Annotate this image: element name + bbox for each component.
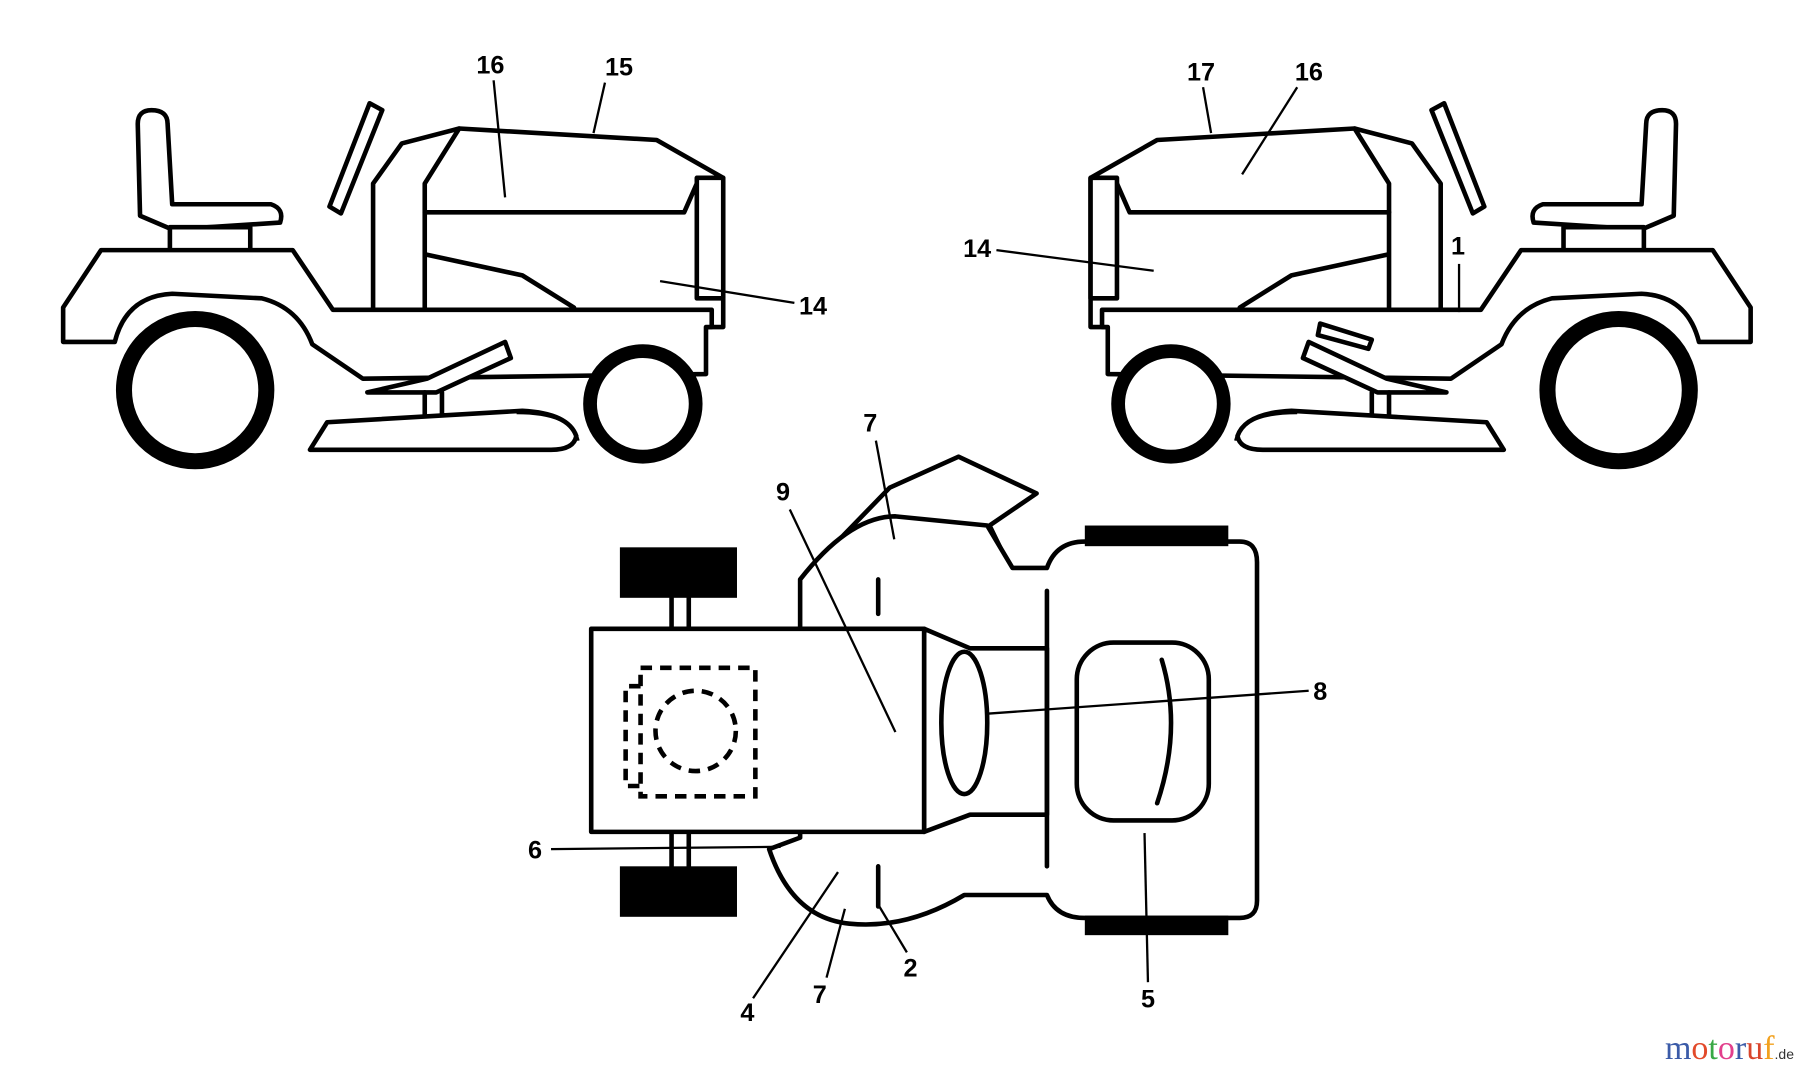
left-callouts: 16 15 14 [476,51,827,320]
callout-16: 16 [476,51,504,79]
callout-9: 9 [776,478,790,506]
callout-1: 1 [1451,233,1465,261]
lever-icon [1315,321,1375,352]
right-callouts: 17 16 14 1 [963,58,1465,313]
callout-16-right: 16 [1295,58,1323,86]
left-side-view [63,103,723,461]
callout-7-top: 7 [863,409,877,437]
watermark-letter: o [1691,1030,1709,1067]
callout-17: 17 [1187,58,1215,86]
watermark-letter: r [1734,1030,1747,1067]
watermark-logo: motoruf.de [1665,1030,1794,1068]
callout-14-right: 14 [963,235,991,263]
callout-8: 8 [1313,678,1327,706]
watermark-letter: t [1708,1030,1718,1067]
watermark-suffix: .de [1774,1046,1794,1062]
watermark-letter: u [1746,1030,1764,1067]
callout-4: 4 [740,999,754,1027]
callout-6: 6 [528,836,542,864]
watermark-letter: f [1763,1030,1775,1067]
callout-14: 14 [799,292,827,320]
callout-15: 15 [605,54,633,82]
top-callouts: 7 9 8 6 4 7 2 5 [528,409,1327,1027]
callout-7-bottom: 7 [813,981,827,1009]
watermark-text: motoruf [1665,1030,1775,1067]
right-side-view [1091,103,1751,461]
watermark-letter: m [1664,1030,1692,1067]
callout-5: 5 [1141,985,1155,1013]
watermark-letter: o [1717,1030,1735,1067]
top-view [588,454,1260,936]
callout-2: 2 [903,954,917,982]
